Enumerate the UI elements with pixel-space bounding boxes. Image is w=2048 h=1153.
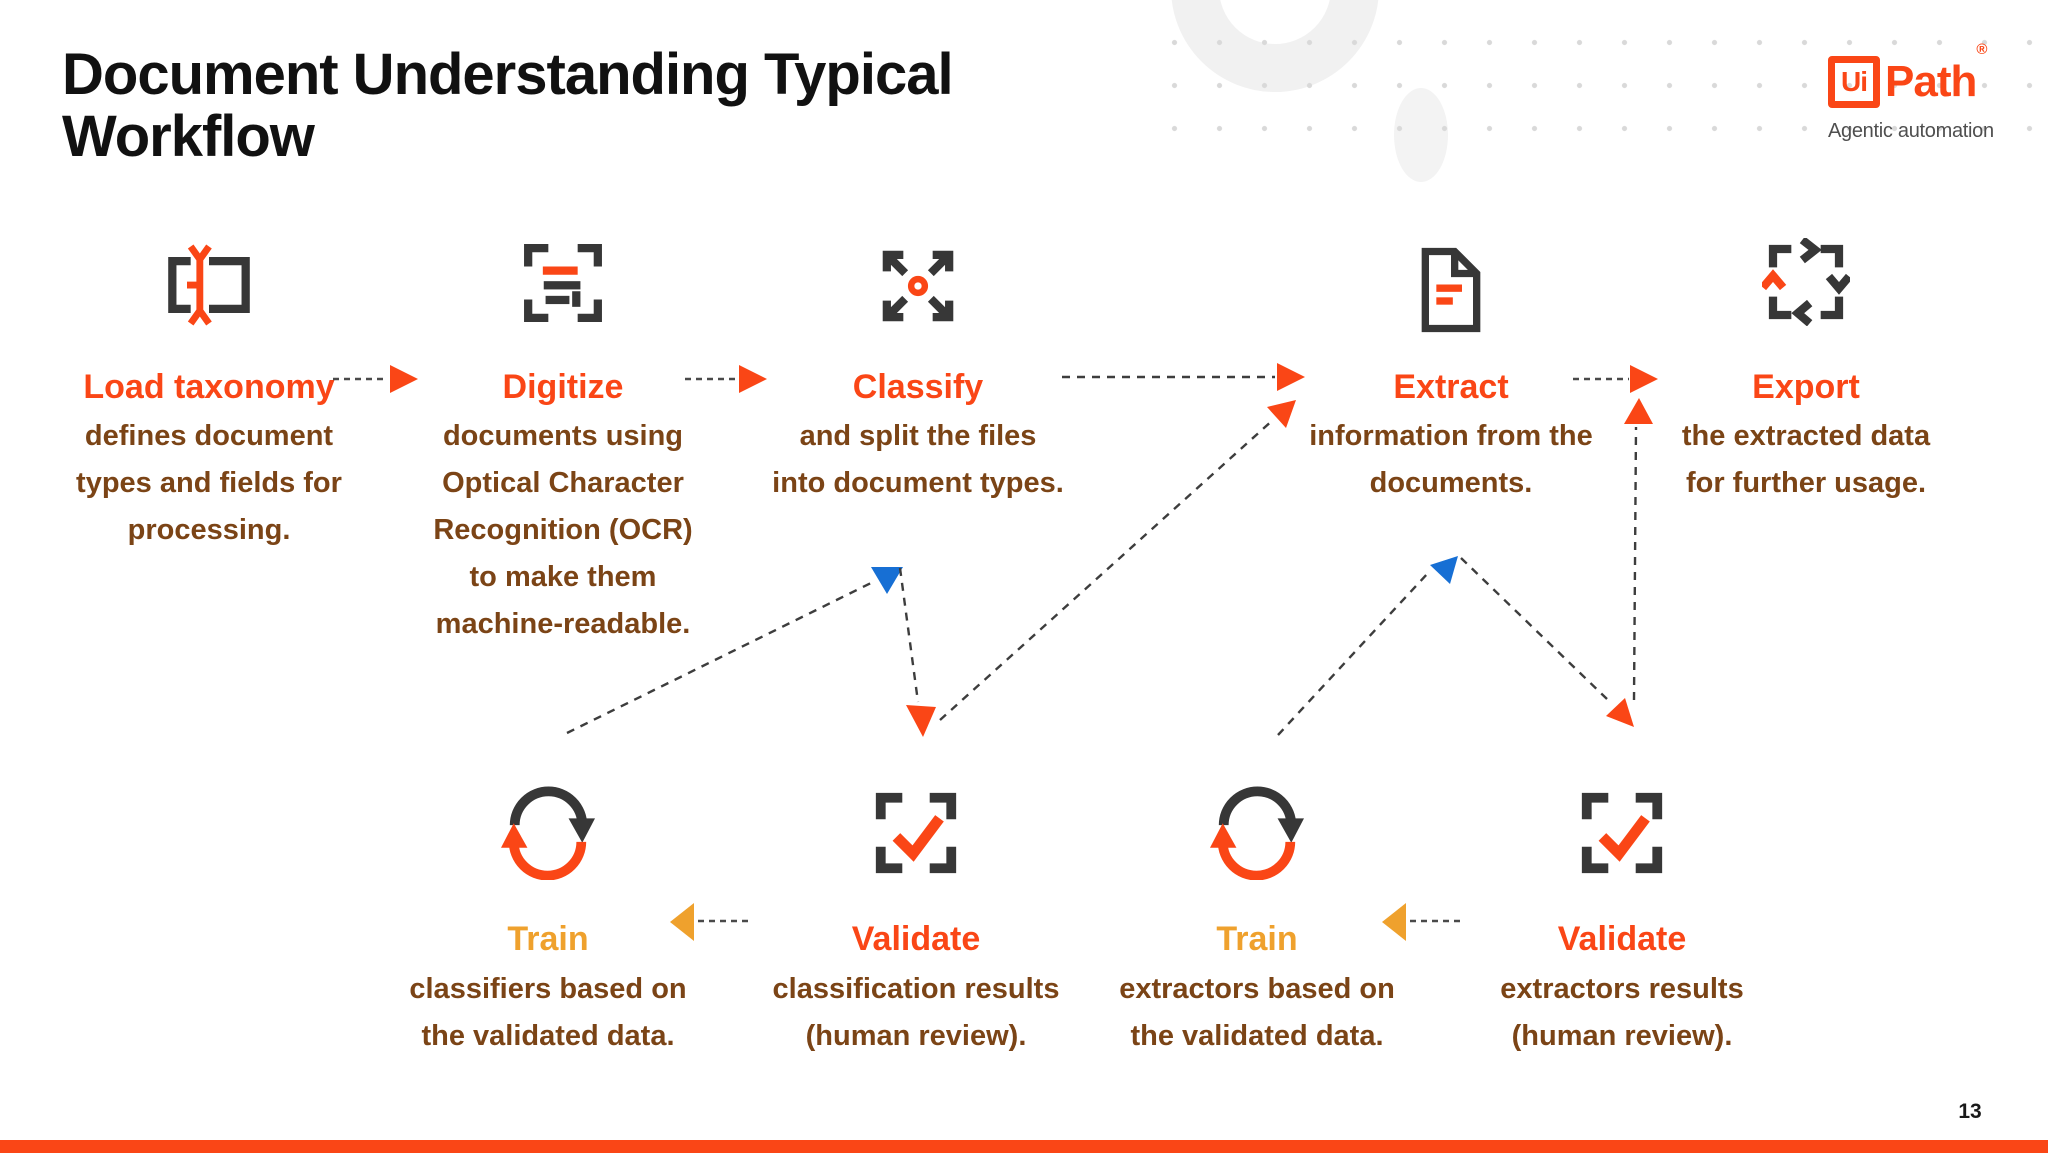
page-title-line2: Workflow <box>62 104 315 169</box>
step-desc-line: documents. <box>1369 467 1533 499</box>
step-desc-line: extractors results <box>1500 973 1744 1005</box>
step-train-classifiers: Train classifiers based on the validated… <box>358 920 738 1060</box>
arrow-train-extractors-up-head <box>1430 556 1458 584</box>
step-desc-line: information from the <box>1309 420 1593 452</box>
page-title: Document Understanding Typical Workflow <box>62 42 954 169</box>
step-desc-line: for further usage. <box>1685 467 1927 499</box>
logo-path-text: Path® <box>1885 41 1987 106</box>
arrow-load-to-digitize-head <box>390 365 418 393</box>
arrow-validate-extractors-to-export <box>1632 426 1638 701</box>
arrow-validate-to-train-extractors-head <box>1382 903 1406 941</box>
step-digitize: Digitize documents using Optical Charact… <box>383 369 743 648</box>
arrow-extract-to-validate-extractors <box>1460 557 1609 701</box>
step-extract: Extract information from the documents. <box>1271 369 1631 507</box>
step-desc-line: extractors based on <box>1119 973 1395 1005</box>
arrow-train-classifiers-up <box>566 581 872 735</box>
document-lines-icon <box>1407 246 1495 334</box>
step-desc-line: into document types. <box>772 467 1064 499</box>
arrow-train-classifiers-up-head <box>871 567 903 594</box>
split-arrows-icon <box>874 242 962 330</box>
step-desc-line: classifiers based on <box>409 973 687 1005</box>
step-validate-extractors: Validate extractors results (human revie… <box>1432 920 1812 1060</box>
check-frame-icon <box>1575 786 1669 880</box>
step-desc-line: to make them <box>469 561 657 593</box>
uipath-logo-box-icon: Ui <box>1828 56 1880 108</box>
step-desc-line: the validated data. <box>421 1020 675 1052</box>
step-title: Train <box>507 920 589 958</box>
arrow-classify-to-validate-head <box>906 705 936 737</box>
step-title: Train <box>1216 920 1298 958</box>
step-train-extractors: Train extractors based on the validated … <box>1067 920 1447 1060</box>
step-title: Validate <box>851 920 981 958</box>
logo-tagline: Agentic automation <box>1828 120 1994 142</box>
step-desc-line: (human review). <box>1511 1020 1733 1052</box>
arrow-validate-to-extract <box>939 418 1275 721</box>
step-title: Validate <box>1557 920 1687 958</box>
registered-mark: ® <box>1976 41 1987 58</box>
arrow-extract-to-validate-extractors-head <box>1606 698 1634 727</box>
step-export: Export the extracted data for further us… <box>1626 369 1986 507</box>
step-load-taxonomy: Load taxonomy defines document types and… <box>29 369 389 554</box>
step-desc-line: documents using <box>442 420 684 452</box>
page-number: 13 <box>1958 1100 1982 1123</box>
step-desc-line: types and fields for <box>76 467 342 499</box>
ocr-scan-icon <box>519 239 607 327</box>
arrow-digitize-to-classify-head <box>739 365 767 393</box>
step-title: Load taxonomy <box>83 368 335 406</box>
step-title: Classify <box>852 368 984 406</box>
logo-ui-text: Ui <box>1841 66 1868 97</box>
step-classify: Classify and split the files into docume… <box>738 369 1098 507</box>
step-title: Digitize <box>502 368 624 406</box>
arrow-classify-to-validate <box>898 567 920 703</box>
step-desc-line: and split the files <box>799 420 1037 452</box>
footer-bar <box>0 1140 2048 1153</box>
page-title-line1: Document Understanding Typical <box>62 42 954 107</box>
step-desc-line: Optical Character <box>442 467 684 499</box>
step-desc-line: the extracted data <box>1681 420 1931 452</box>
step-desc-line: (human review). <box>805 1020 1027 1052</box>
sync-square-icon <box>1762 238 1850 326</box>
taxonomy-branch-icon <box>165 241 253 329</box>
arrow-classify-to-extract-head <box>1277 363 1305 391</box>
arrow-validate-to-train-classifiers-head <box>670 903 694 941</box>
step-desc-line: the validated data. <box>1130 1020 1384 1052</box>
step-desc-line: processing. <box>127 514 291 546</box>
uipath-logo: Ui Path® Agentic automation <box>1828 41 1994 143</box>
arrow-validate-to-extract-head <box>1267 400 1296 428</box>
refresh-circle-icon <box>501 786 595 880</box>
background-dot-grid <box>1152 21 2048 151</box>
step-desc-line: defines document <box>84 420 334 452</box>
arrow-validate-extractors-to-export-head <box>1624 398 1653 424</box>
step-desc-line: classification results <box>772 973 1060 1005</box>
arrow-extract-to-export-head <box>1630 365 1658 393</box>
step-desc-line: machine-readable. <box>435 608 691 640</box>
step-validate-classification: Validate classification results (human r… <box>726 920 1106 1060</box>
arrow-train-extractors-up <box>1277 572 1429 736</box>
check-frame-icon <box>869 786 963 880</box>
step-desc-line: Recognition (OCR) <box>433 514 693 546</box>
refresh-circle-icon <box>1210 786 1304 880</box>
step-title: Extract <box>1393 368 1509 406</box>
step-title: Export <box>1752 368 1860 406</box>
